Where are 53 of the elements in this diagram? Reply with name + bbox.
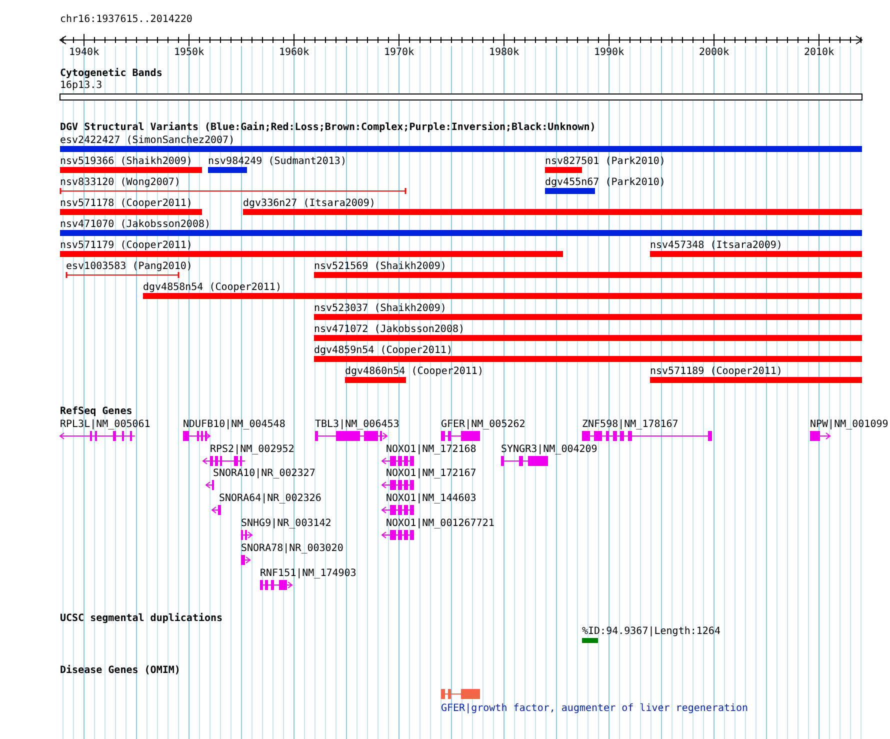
tick-label: 2000k [699,47,730,59]
tick-label: 1940k [69,47,100,59]
tick-label: 1960k [279,47,310,59]
gene-label: NOXO1|NM_172168 [386,444,476,456]
band-label: 16p13.3 [60,80,102,92]
variant-label: nsv571178 (Cooper2011) [60,198,192,210]
tick-label: 1980k [489,47,520,59]
track-title: DGV Structural Variants (Blue:Gain;Red:Loss;Brown:Complex;Purple:Inversion;Black:Unknown) [60,122,596,134]
variant-label: nsv457348 (Itsara2009) [650,240,782,252]
gene-label: SNORA78|NR_003020 [241,543,344,555]
gene-label: NPW|NM_001099 [810,419,888,431]
tick-label: 1950k [174,47,204,59]
variant-label: nsv827501 (Park2010) [545,156,666,168]
track-title: Cytogenetic Bands [60,68,162,80]
variant-label: dgv336n27 (Itsara2009) [243,198,376,210]
coordinate-range: chr16:1937615..2014220 [60,14,192,26]
gene-label: SNORA64|NR_002326 [219,493,322,505]
disease-gene-label: GFER|growth factor, augmenter of liver regeneration [441,703,748,715]
variant-label: nsv471072 (Jakobsson2008) [314,324,465,336]
variant-label: nsv523037 (Shaikh2009) [314,303,446,315]
variant-label: nsv833120 (Wong2007) [60,177,180,189]
variant-label: dgv4859n54 (Cooper2011) [314,345,452,357]
variant-label: nsv571189 (Cooper2011) [650,366,782,378]
variant-label: dgv4860n54 (Cooper2011) [345,366,484,378]
variant-label: nsv571179 (Cooper2011) [60,240,192,252]
gene-label: RPS2|NM_002952 [210,444,294,456]
gene-label: NDUFB10|NM_004548 [183,419,286,431]
variant-label: nsv521569 (Shaikh2009) [314,261,446,273]
variant-label: dgv455n67 (Park2010) [545,177,666,189]
gene-label: SNHG9|NR_003142 [241,518,332,530]
gene-label: NOXO1|NM_172167 [386,468,476,480]
variant-label: nsv471070 (Jakobsson2008) [60,219,211,231]
tick-label: 2010k [804,47,834,59]
gene-label: GFER|NM_005262 [441,419,526,431]
tick-label: 1970k [384,47,414,59]
variant-label: esv1003583 (Pang2010) [66,261,192,273]
gene-label: RNF151|NM_174903 [260,568,356,580]
track-title: RefSeq Genes [60,406,132,418]
variant-label: nsv984249 (Sudmant2013) [208,156,346,168]
variant-label: esv2422427 (SimonSanchez2007) [60,135,235,147]
variant-label: dgv4858n54 (Cooper2011) [143,282,282,294]
gene-label: SYNGR3|NM_004209 [501,444,598,456]
track-title: UCSC segmental duplications [60,613,223,625]
gene-label: RPL3L|NM_005061 [60,419,150,431]
gene-label: ZNF598|NM_178167 [582,419,678,431]
gene-label: SNORA10|NR_002327 [213,468,316,480]
gene-label: TBL3|NM_006453 [315,419,400,431]
variant-label: nsv519366 (Shaikh2009) [60,156,192,168]
gene-label: NOXO1|NM_001267721 [386,518,494,530]
feature-label: %ID:94.9367|Length:1264 [582,626,720,638]
track-title: Disease Genes (OMIM) [60,665,180,677]
tick-label: 1990k [594,47,624,59]
gene-label: NOXO1|NM_144603 [386,493,476,505]
